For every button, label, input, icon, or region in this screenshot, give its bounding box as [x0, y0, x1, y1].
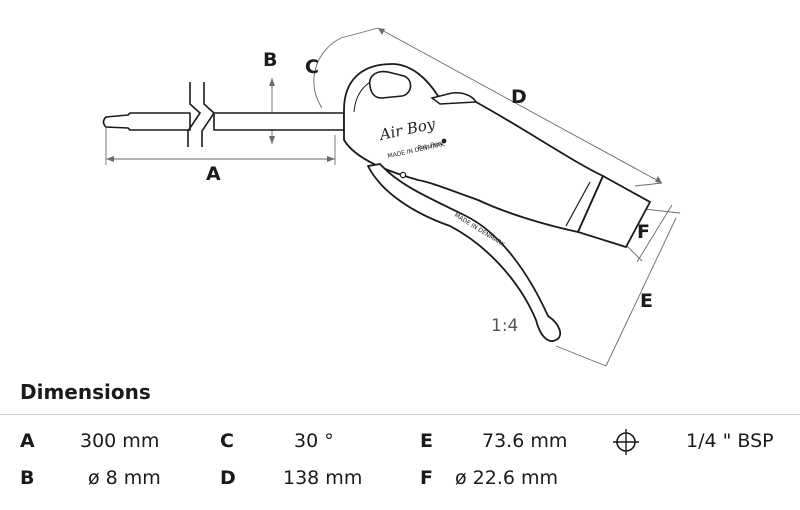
- dim-d-label: D: [220, 467, 236, 489]
- trigger-lever: [367, 163, 562, 342]
- dim-c-value: 30 °: [294, 430, 334, 452]
- thread-symbol-icon: [613, 429, 639, 455]
- air-outlet: [576, 174, 652, 249]
- dim-b-label: B: [20, 467, 35, 489]
- scale-label: 1:4: [491, 316, 518, 336]
- dim-a-value: 300 mm: [80, 430, 160, 452]
- pin-dot: [399, 171, 407, 179]
- dim-a-label: A: [20, 430, 35, 452]
- label-c: C: [305, 56, 319, 78]
- nozzle-tube: [102, 112, 345, 131]
- dim-e-value: 73.6 mm: [482, 430, 568, 452]
- label-f: F: [637, 221, 650, 243]
- dimension-arrows: [106, 28, 662, 183]
- dimension-lines: [105, 27, 681, 367]
- dim-c-label: C: [220, 430, 234, 452]
- label-e: E: [640, 290, 653, 312]
- dim-e-label: E: [420, 430, 433, 452]
- outlet-collar-line: [565, 181, 591, 227]
- tube-break-mark: [187, 82, 216, 147]
- label-d: D: [511, 86, 527, 108]
- label-a: A: [206, 163, 221, 185]
- dim-b-value: ø 8 mm: [88, 467, 161, 489]
- dimensions-title: Dimensions: [20, 380, 151, 404]
- blow-gun-technical-drawing: Air Boy Pat. Pen. MADE IN DENMARK MADE I…: [102, 27, 681, 367]
- label-b: B: [263, 49, 277, 71]
- thread-value: 1/4 " BSP: [686, 430, 774, 452]
- thumb-slider: [430, 92, 478, 105]
- dim-f-label: F: [420, 467, 433, 489]
- dim-f-value: ø 22.6 mm: [455, 467, 559, 489]
- dim-d-value: 138 mm: [283, 467, 363, 489]
- registered-mark-icon: [441, 138, 447, 144]
- dimensions-divider: [0, 414, 800, 415]
- grip-hole: [368, 70, 412, 99]
